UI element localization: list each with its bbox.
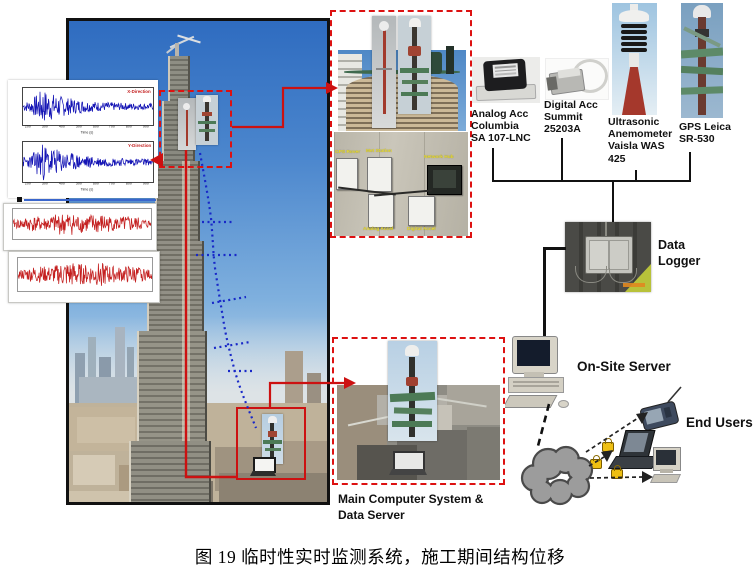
digital-accel-label: Digital Accel	[407, 226, 436, 232]
mainframe-gps-inset	[388, 341, 437, 441]
padlock-icon-1	[602, 438, 614, 452]
logger-server-line-h	[543, 247, 566, 250]
analog-acc-label: Analog Acc Columbia SA 107-LNC	[471, 108, 531, 145]
x-direction-waveform	[22, 91, 154, 121]
y-direction-waveform	[22, 144, 154, 181]
gps-leica-photo	[681, 3, 723, 118]
onsite-server-label: On-Site Server	[577, 359, 671, 374]
digital-acc-photo	[545, 58, 609, 100]
met-station-box	[367, 157, 392, 192]
wind-response-plot-2	[8, 251, 160, 303]
anemometer-label: Ultrasonic Anemometer Vaisla WAS 425	[608, 116, 673, 165]
panel-underline	[24, 199, 156, 201]
gps-rover-label: GPS Rover	[335, 149, 361, 155]
x-direction-plot: X-Direction	[22, 87, 154, 126]
x-tick-label: 200	[24, 125, 31, 129]
x-tick-label: 900	[143, 182, 149, 186]
x-tick-label: 800	[126, 182, 133, 186]
onsite-server-computer	[502, 336, 570, 410]
logger-server-line-v	[543, 247, 546, 339]
analog-accel-box	[368, 194, 394, 228]
x-tick-label: 600	[92, 125, 99, 129]
x-axis-ticks-2: 200 300 400 500 600 700 800 900	[22, 182, 152, 189]
network-hub-label: Network Hub	[424, 154, 454, 160]
gps-leica-label: GPS Leica SR-530	[679, 121, 731, 146]
base-gps-inset	[262, 414, 283, 464]
time-axis-label: Time (s)	[80, 131, 94, 135]
x-tick-label: 200	[24, 182, 31, 186]
bracket-drop-2	[561, 138, 563, 182]
wind-response-plot-1	[3, 203, 157, 251]
bracket-horizontal	[492, 180, 691, 182]
network-hub-box	[427, 165, 462, 195]
figure-caption: 图 19 临时性实时监测系统，施工期间结构位移	[194, 547, 566, 567]
rooftop-photo	[338, 16, 466, 131]
panel-underline-marker	[17, 197, 22, 202]
y-direction-plot: Y-Direction	[22, 141, 154, 183]
equipment-wall-photo: GPS Rover Met Station Network Hub Analog…	[334, 132, 468, 236]
rooftop-anemometer-inset	[372, 16, 396, 128]
met-station-label: Met Station	[366, 148, 392, 154]
digital-acc-label: Digital Acc Summit 25203A	[544, 99, 598, 136]
pda-device	[638, 394, 685, 435]
digital-accel-box	[408, 196, 435, 226]
x-tick-label: 400	[58, 125, 65, 129]
bracket-drop-4	[689, 152, 691, 182]
gps-rover-box	[336, 158, 358, 190]
desktop-device	[649, 447, 685, 489]
x-tick-label: 500	[75, 125, 82, 129]
time-axis-label-2: Time (s)	[80, 188, 94, 192]
main-computer-label: Main Computer System & Data Server	[338, 492, 484, 522]
mainframe-laptop-icon	[389, 451, 427, 476]
tower-gps-inset	[196, 95, 218, 145]
data-logger-photo	[565, 222, 651, 292]
x-tick-label: 300	[41, 125, 48, 129]
x-tick-label: 500	[75, 182, 82, 186]
padlock-icon-3	[611, 465, 623, 479]
cloud-www-label: www	[540, 464, 568, 476]
analog-accel-label: Analog Accel	[363, 226, 394, 232]
bracket-to-logger	[612, 182, 614, 223]
acceleration-plots-panel: X-Direction 200 300 400 500 600 700 800 900 Tim…	[8, 80, 158, 198]
wind-waveform-2	[17, 263, 153, 286]
x-tick-label: 700	[109, 182, 116, 186]
x-axis-ticks: 200 300 400 500 600 700 800 900	[22, 125, 152, 132]
server-cloud-link	[536, 403, 551, 447]
end-users-label: End Users	[686, 415, 753, 430]
padlock-icon-2	[590, 455, 602, 469]
bracket-drop-3	[635, 170, 637, 182]
x-tick-label: 900	[143, 125, 149, 129]
wind-waveform-1	[12, 213, 152, 235]
data-logger-label: Data Logger	[658, 238, 701, 269]
bracket-drop-1	[492, 148, 494, 182]
analog-acc-photo	[472, 57, 540, 103]
tower-anemometer-inset	[178, 98, 196, 150]
anemometer-photo	[612, 3, 657, 115]
x-tick-label: 800	[126, 125, 133, 129]
y-direction-label: Y-Direction	[127, 143, 151, 148]
x-tick-label: 600	[92, 182, 99, 186]
x-direction-label: X-Direction	[127, 89, 151, 94]
base-laptop-icon	[250, 457, 276, 477]
x-tick-label: 300	[41, 182, 48, 186]
x-tick-label: 400	[58, 182, 65, 186]
base-station-highlight-box	[236, 407, 306, 480]
x-tick-label: 700	[109, 125, 116, 129]
rooftop-gps-inset	[398, 16, 431, 114]
